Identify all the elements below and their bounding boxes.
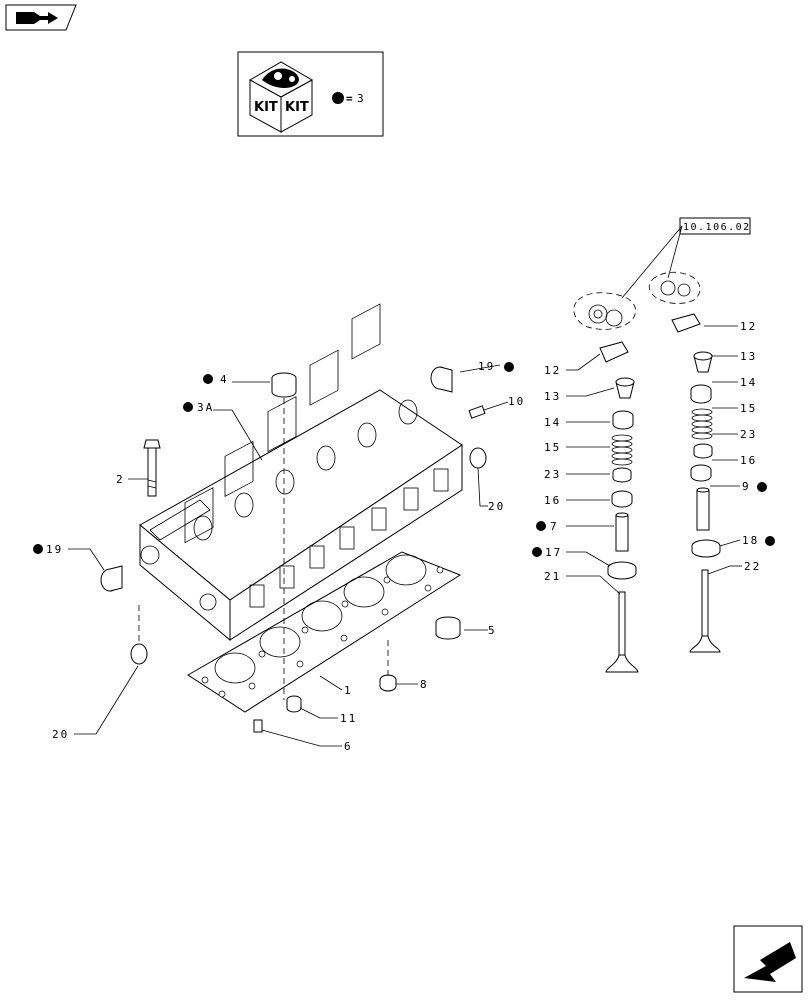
callout-19-right[interactable]: 19	[478, 360, 495, 373]
kit-legend: KIT KIT = 3	[237, 51, 384, 137]
valve-stack-left	[599, 341, 639, 673]
leader-lines	[68, 325, 742, 747]
reference-code: 10.106.02	[683, 222, 751, 233]
head-gasket	[187, 551, 462, 713]
callout-2[interactable]: 2	[116, 473, 125, 486]
callout-13-left[interactable]: 13	[544, 390, 561, 403]
kit-count: 3	[357, 92, 366, 105]
callout-13-right[interactable]: 13	[740, 350, 757, 363]
kit-label-left: KIT	[254, 100, 278, 115]
kit-equals: =	[346, 92, 355, 105]
bushing-4	[271, 372, 297, 398]
cylinder-head	[139, 303, 463, 642]
rocker-arm-assembly-right	[648, 271, 701, 304]
callout-20-right[interactable]: 20	[488, 500, 505, 513]
kit-dot-icon	[504, 362, 514, 372]
callout-21[interactable]: 21	[544, 570, 561, 583]
kit-label-right: KIT	[285, 100, 309, 115]
callout-19-left[interactable]: 19	[46, 543, 63, 556]
rocker-arm-assembly-left	[573, 292, 636, 330]
kit-dot-icon	[183, 402, 193, 412]
kit-box-icon: KIT KIT	[248, 61, 314, 133]
callout-3a[interactable]: 3A	[197, 401, 214, 414]
callout-12-right[interactable]: 12	[740, 320, 757, 333]
callout-labels: 4 3A 19 10 2 20 19 5 8 1 11 6 20 12 13 1…	[46, 320, 761, 753]
callout-16-right[interactable]: 16	[740, 454, 757, 467]
cap-19-right	[430, 366, 453, 393]
callout-6[interactable]: 6	[344, 740, 353, 753]
kit-dot-icon	[765, 536, 775, 546]
callout-4[interactable]: 4	[220, 373, 229, 386]
bushing-11	[286, 695, 302, 713]
callout-10[interactable]: 10	[508, 395, 525, 408]
callout-20-left[interactable]: 20	[52, 728, 69, 741]
kit-dot-icon	[203, 374, 213, 384]
reference-box[interactable]: 10.106.02	[621, 217, 751, 299]
bushing-5	[435, 616, 461, 640]
kit-dot-icon	[532, 547, 542, 557]
callout-22[interactable]: 22	[744, 560, 761, 573]
kit-dot-icon	[536, 521, 546, 531]
cap-19-left	[100, 565, 123, 592]
nut-8	[379, 674, 397, 692]
kit-dot-icon	[757, 482, 767, 492]
callout-15-right[interactable]: 15	[740, 402, 757, 415]
next-page-arrow-icon[interactable]	[733, 925, 803, 993]
plug-20-left	[130, 643, 148, 665]
callout-17[interactable]: 17	[545, 546, 562, 559]
callout-14-right[interactable]: 14	[740, 376, 757, 389]
callout-23-right[interactable]: 23	[740, 428, 757, 441]
pin-6	[253, 719, 263, 733]
callout-12-left[interactable]: 12	[544, 364, 561, 377]
callout-11[interactable]: 11	[340, 712, 357, 725]
kit-dot-icon	[33, 544, 43, 554]
callout-23-left[interactable]: 23	[544, 468, 561, 481]
kit-dot-icon	[332, 92, 344, 104]
callout-9[interactable]: 9	[742, 480, 751, 493]
plug-20-right	[469, 447, 487, 469]
valve-stack-right	[671, 313, 721, 653]
callout-8[interactable]: 8	[420, 678, 429, 691]
callout-7[interactable]: 7	[550, 520, 559, 533]
stud-10	[468, 405, 486, 419]
callout-1[interactable]: 1	[344, 684, 353, 697]
callout-5[interactable]: 5	[488, 624, 497, 637]
kit-markers	[33, 362, 775, 557]
book-arrow-icon[interactable]	[5, 4, 77, 31]
callout-16-left[interactable]: 16	[544, 494, 561, 507]
callout-18[interactable]: 18	[742, 534, 759, 547]
callout-15-left[interactable]: 15	[544, 441, 561, 454]
callout-14-left[interactable]: 14	[544, 416, 561, 429]
bolt	[143, 439, 161, 497]
